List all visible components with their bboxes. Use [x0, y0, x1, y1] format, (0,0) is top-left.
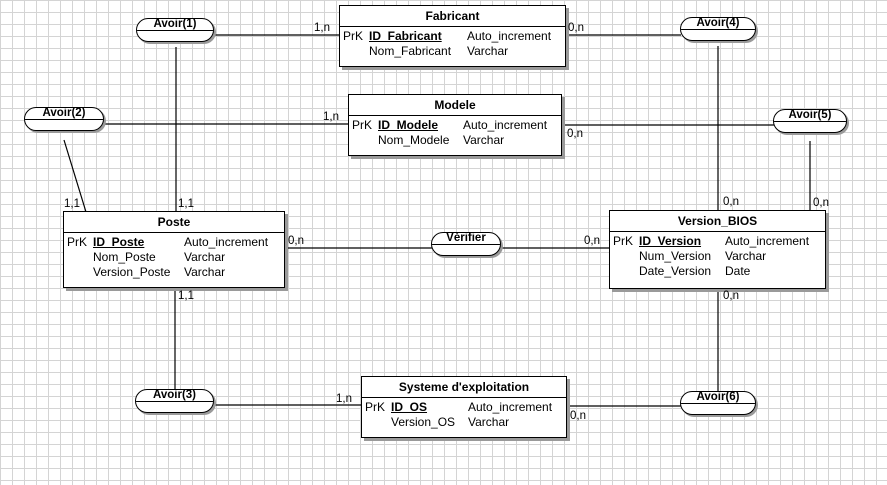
cardinality-label: 1,n — [314, 22, 330, 34]
association-label: Avoir(5) — [788, 109, 832, 121]
attribute-name: Date_Version — [639, 264, 712, 278]
attribute-type: Date — [725, 264, 751, 278]
association-label: Avoir(2) — [42, 107, 86, 119]
primary-key-marker: PrK — [352, 118, 373, 132]
attribute-row: Nom_Modele Varchar — [352, 133, 561, 148]
association-label: Vérifier — [446, 232, 486, 244]
entity-title: Modele — [349, 95, 561, 116]
link-avoir2-poste — [63, 139, 87, 213]
attribute-row: PrK ID_OS Auto_increment — [365, 400, 566, 415]
cardinality-label: 0,n — [723, 290, 739, 302]
attribute-name: Num_Version — [639, 249, 712, 263]
attribute-type: Auto_increment — [467, 29, 552, 43]
attribute-type: Auto_increment — [184, 235, 269, 249]
attribute-name: Version_OS — [391, 415, 456, 429]
entity-title: Fabricant — [340, 6, 565, 27]
cardinality-label: 1,1 — [64, 198, 80, 210]
attribute-name: ID_Modele — [378, 118, 439, 132]
attribute-name: ID_Fabricant — [369, 29, 442, 43]
attribute-name: Nom_Poste — [93, 250, 156, 264]
entity-title: Version_BIOS — [610, 211, 825, 232]
attribute-row: PrK ID_Poste Auto_increment — [67, 235, 284, 250]
cardinality-label: 0,n — [568, 22, 584, 34]
association-label: Avoir(6) — [696, 391, 740, 403]
cardinality-label: 1,n — [323, 111, 339, 123]
attribute-name: Nom_Fabricant — [369, 44, 452, 58]
attribute-row: Version_OS Varchar — [365, 415, 566, 430]
cardinality-label: 0,n — [723, 196, 739, 208]
attribute-row: PrK ID_Modele Auto_increment — [352, 118, 561, 133]
attribute-type: Varchar — [463, 133, 505, 147]
association-label: Avoir(3) — [152, 389, 197, 401]
attribute-name: ID_OS — [391, 400, 428, 414]
attribute-name: ID_Version — [639, 234, 702, 248]
attribute-row: Nom_Fabricant Varchar — [343, 44, 565, 59]
attribute-row: PrK ID_Version Auto_increment — [613, 234, 825, 249]
entity-systeme-exploitation[interactable]: Systeme d'exploitation PrK ID_OS Auto_in… — [361, 376, 567, 438]
cardinality-label: 1,1 — [178, 198, 194, 210]
entity-title: Poste — [64, 212, 284, 233]
entity-poste[interactable]: Poste PrK ID_Poste Auto_increment Nom_Po… — [63, 211, 285, 288]
attribute-type: Varchar — [468, 415, 510, 429]
primary-key-marker: PrK — [365, 400, 386, 414]
primary-key-marker: PrK — [343, 29, 364, 43]
attribute-type: Auto_increment — [468, 400, 553, 414]
association-label: Avoir(1) — [153, 18, 197, 30]
attribute-name: Version_Poste — [93, 265, 171, 279]
attribute-type: Varchar — [184, 265, 226, 279]
cardinality-label: 0,n — [567, 128, 583, 140]
association-label: Avoir(4) — [696, 17, 740, 29]
association-avoir4[interactable]: Avoir(4) — [680, 17, 756, 41]
cardinality-label: 0,n — [584, 235, 600, 247]
entity-title: Systeme d'exploitation — [362, 377, 566, 398]
association-avoir1[interactable]: Avoir(1) — [136, 18, 214, 42]
attribute-row: Version_Poste Varchar — [67, 265, 284, 280]
attribute-name: Nom_Modele — [378, 133, 450, 147]
entity-version-bios[interactable]: Version_BIOS PrK ID_Version Auto_increme… — [609, 210, 826, 289]
attribute-type: Auto_increment — [725, 234, 810, 248]
cardinality-label: 0,n — [570, 410, 586, 422]
primary-key-marker: PrK — [613, 234, 634, 248]
association-avoir3[interactable]: Avoir(3) — [135, 389, 214, 413]
attribute-type: Varchar — [725, 249, 767, 263]
association-avoir5[interactable]: Avoir(5) — [773, 109, 847, 133]
entity-modele[interactable]: Modele PrK ID_Modele Auto_increment Nom_… — [348, 94, 562, 156]
attribute-row: PrK ID_Fabricant Auto_increment — [343, 29, 565, 44]
association-avoir2[interactable]: Avoir(2) — [24, 107, 104, 131]
attribute-type: Varchar — [184, 250, 226, 264]
attribute-name: ID_Poste — [93, 235, 145, 249]
cardinality-label: 0,n — [813, 197, 829, 209]
attribute-row: Num_Version Varchar — [613, 249, 825, 264]
attribute-type: Auto_increment — [463, 118, 548, 132]
entity-fabricant[interactable]: Fabricant PrK ID_Fabricant Auto_incremen… — [339, 5, 566, 67]
attribute-row: Nom_Poste Varchar — [67, 250, 284, 265]
cardinality-label: 1,1 — [178, 290, 194, 302]
association-verifier[interactable]: Vérifier — [431, 232, 501, 256]
attribute-type: Varchar — [467, 44, 509, 58]
association-avoir6[interactable]: Avoir(6) — [680, 391, 756, 415]
cardinality-label: 0,n — [288, 235, 304, 247]
cardinality-label: 1,n — [336, 393, 352, 405]
primary-key-marker: PrK — [67, 235, 88, 249]
attribute-row: Date_Version Date — [613, 264, 825, 279]
